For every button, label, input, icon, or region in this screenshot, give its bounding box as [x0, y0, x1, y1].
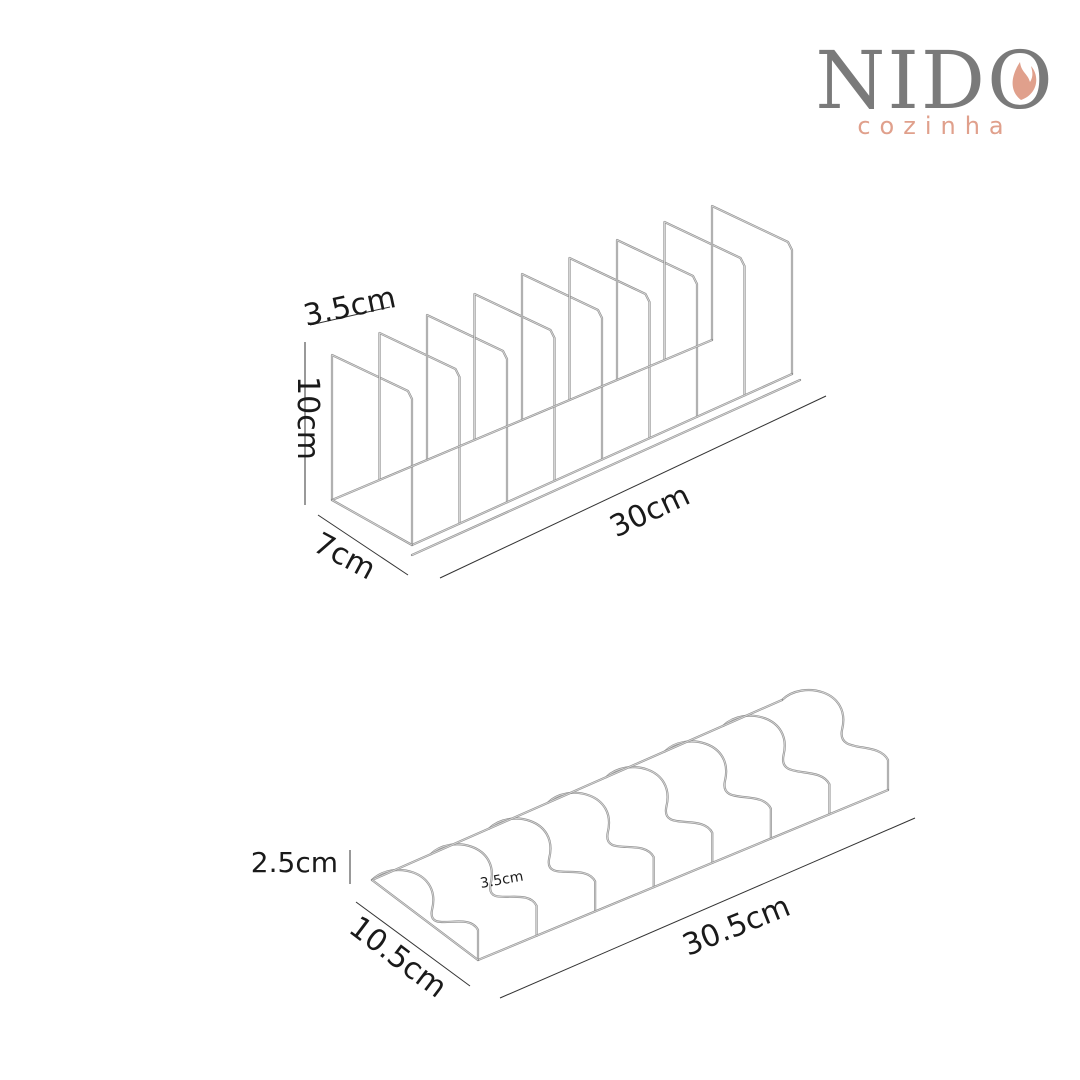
upright-depth-label: 7cm	[308, 526, 382, 587]
back-rail-wire	[370, 698, 784, 882]
divider-wire	[378, 331, 461, 525]
back-rail-wire	[330, 338, 714, 502]
depth-dimension-line	[355, 901, 471, 987]
front-base-wire	[410, 378, 802, 557]
divider-wire	[473, 292, 556, 482]
wave-divider-wire	[546, 791, 655, 889]
front-rail-wire	[410, 372, 794, 547]
upright-width-label: 30cm	[605, 478, 696, 545]
brand-logo: NIDO cozinha	[815, 34, 1052, 140]
flat-slot-label: 3.5cm	[479, 869, 525, 892]
divider-wire	[520, 272, 604, 461]
divider-wire	[663, 220, 746, 397]
flat-rack-illustration	[370, 688, 890, 962]
wave-divider-wire	[663, 740, 772, 840]
wave-divider-wire	[605, 766, 714, 864]
side-rail-wire	[370, 878, 480, 962]
width-dimension-line	[439, 395, 827, 579]
brand-tagline: cozinha	[857, 112, 1012, 140]
upright-height-label: 10cm	[290, 376, 325, 460]
front-rail-wire	[476, 788, 890, 962]
flat-width-label: 30.5cm	[678, 889, 795, 964]
depth-dimension-line	[317, 514, 409, 576]
divider-wire	[425, 313, 509, 504]
upright-slot-label: 3.5cm	[300, 280, 399, 334]
width-dimension-line	[499, 817, 916, 999]
upright-rack-illustration	[330, 204, 802, 557]
side-rail-wire	[330, 498, 414, 547]
divider-wire	[330, 353, 414, 547]
flat-depth-label: 10.5cm	[342, 910, 453, 1006]
divider-wire	[568, 256, 651, 440]
slot-dimension-line	[309, 306, 391, 326]
wave-divider-wire	[722, 714, 831, 816]
divider-wire	[710, 204, 794, 376]
flat-rack-dimensions: 2.5cm 3.5cm 10.5cm 30.5cm	[251, 817, 916, 1006]
flat-height-label: 2.5cm	[251, 846, 338, 879]
flame-icon	[1012, 62, 1037, 100]
wave-divider-wire	[780, 688, 890, 792]
divider-wire	[615, 238, 699, 418]
